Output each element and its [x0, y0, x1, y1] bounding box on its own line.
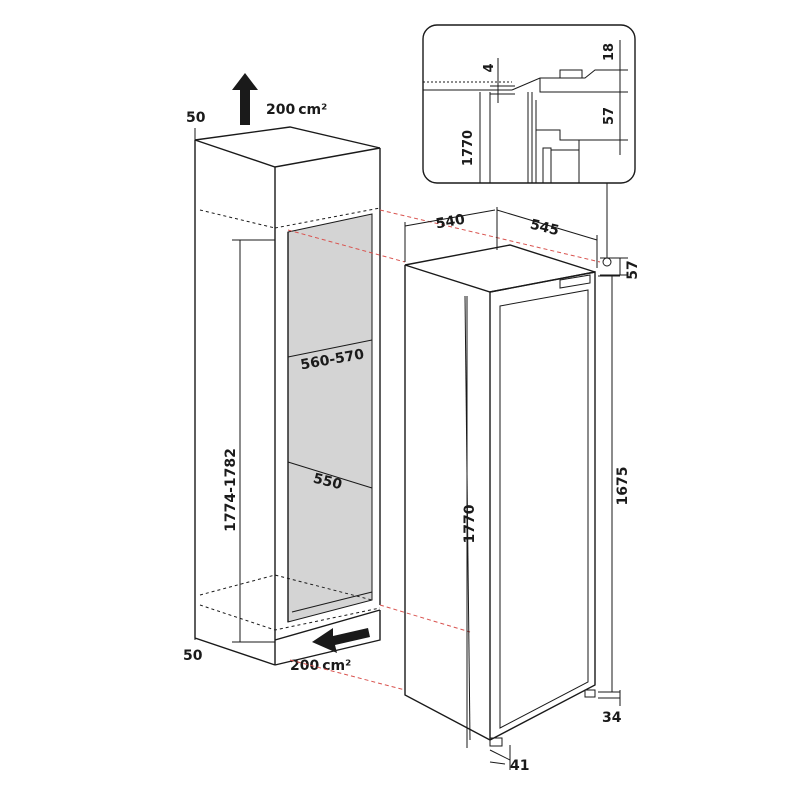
detail-inset: 4 18 57 1770 — [422, 24, 636, 267]
vent-top-unit: cm² — [298, 102, 327, 118]
appliance-depth-label: 545 — [528, 217, 560, 240]
detail-gap-57-label: 57 — [602, 107, 617, 125]
detail-gap-4-label: 4 — [482, 63, 497, 72]
door-height-label: 1675 — [615, 467, 631, 506]
detail-height-label: 1770 — [461, 130, 476, 166]
vent-bottom-unit: cm² — [322, 658, 351, 674]
detail-gap-18-label: 18 — [602, 43, 617, 61]
niche-depth-label: 550 — [311, 471, 343, 494]
detail-inset-frame — [422, 24, 636, 184]
arrow-right-icon — [312, 628, 370, 653]
alignment-lines — [287, 209, 601, 691]
niche-height-label: 1774-1782 — [223, 448, 239, 532]
appliance-width-label: 540 — [435, 212, 467, 233]
niche-back-wall — [287, 213, 373, 623]
clearance-top-label: 50 — [186, 110, 206, 126]
foot-depth-label: 41 — [510, 758, 529, 774]
appliance-top-gap-label: 57 — [625, 260, 641, 279]
clearance-bottom-label: 50 — [183, 648, 203, 664]
arrow-up-icon — [232, 73, 258, 125]
vent-bottom-value: 200 — [290, 658, 319, 674]
appliance-height-label: 1770 — [462, 504, 478, 543]
vent-top-value: 200 — [266, 102, 295, 118]
foot-height-label: 34 — [602, 710, 622, 726]
appliance: 540 545 57 1770 1675 34 41 — [404, 207, 641, 774]
